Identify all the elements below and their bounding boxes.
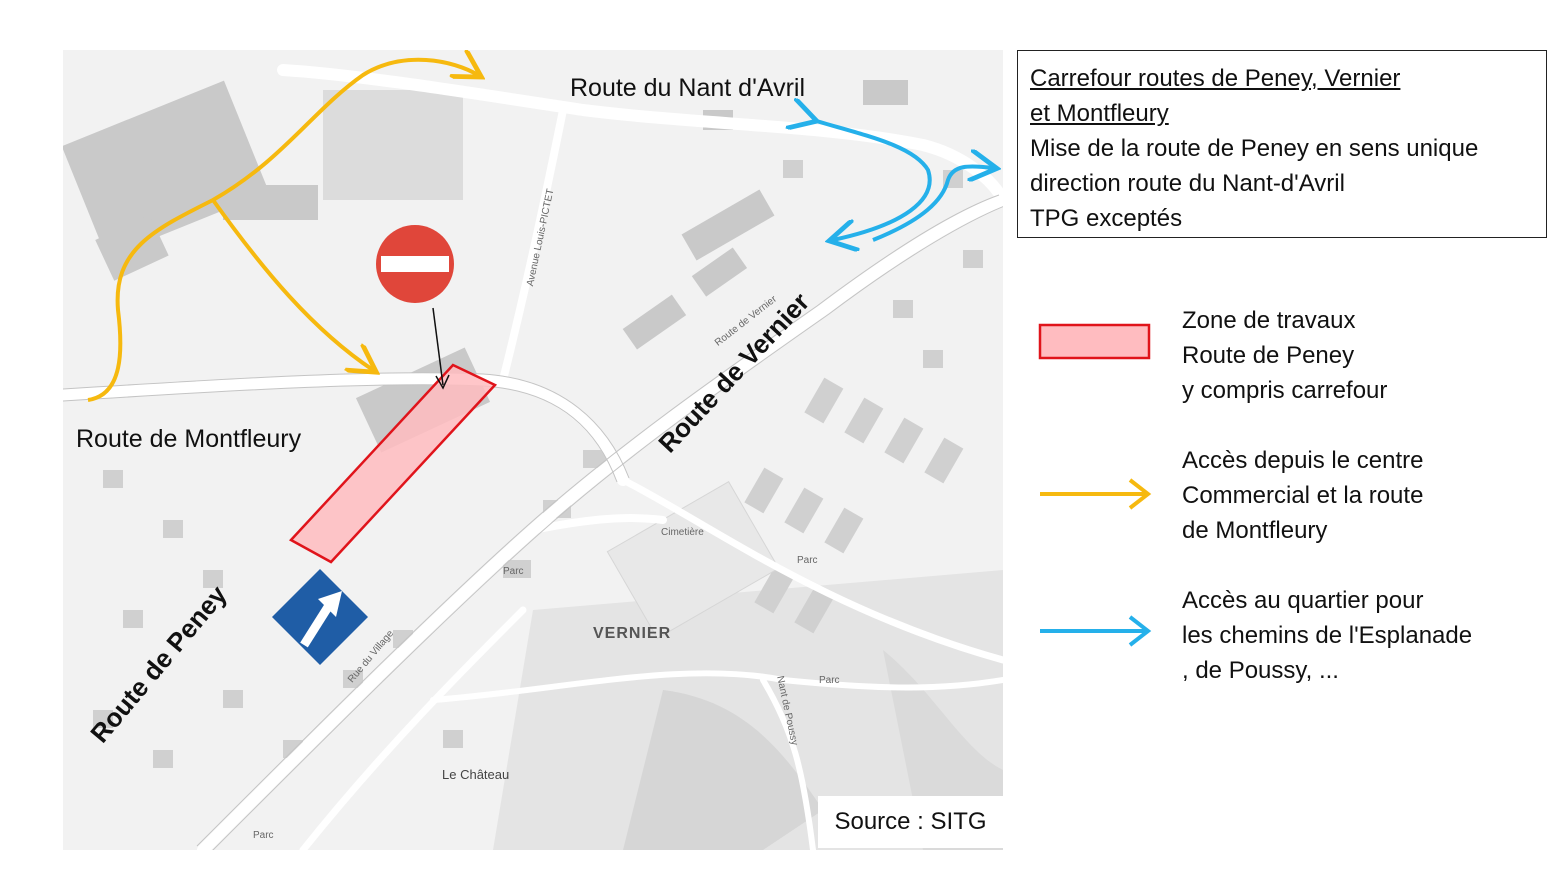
- road-label-nant-avril: Route du Nant d'Avril: [570, 74, 805, 102]
- road-label-montfleury: Route de Montfleury: [76, 425, 302, 453]
- legend-line: les chemins de l'Esplanade: [1182, 622, 1473, 649]
- source-label: Source : SITG: [818, 796, 1003, 848]
- info-title-line-2: et Montfleury: [1030, 100, 1169, 127]
- info-line-3: Mise de la route de Peney en sens unique: [1030, 135, 1479, 162]
- red-zone-rectangle-icon: [1038, 323, 1151, 360]
- legend-item-yellow-access: Accès depuis le centre Commercial et la …: [1182, 443, 1423, 548]
- legend-line: Commercial et la route: [1182, 482, 1424, 509]
- place-label-chateau: Le Château: [442, 767, 510, 782]
- small-label-parc: Parc: [503, 566, 524, 577]
- map: Route du Nant d'Avril Route de Montfleur…: [57, 50, 1009, 856]
- sign-pointer-arrow-icon: [432, 307, 450, 390]
- legend-line: Zone de travaux: [1182, 307, 1356, 334]
- legend-item-blue-access: Accès au quartier pour les chemins de l'…: [1182, 583, 1472, 688]
- legend-line: Accès depuis le centre: [1182, 447, 1424, 474]
- legend-line: de Montfleury: [1182, 517, 1328, 544]
- small-label-parc: Parc: [819, 675, 840, 686]
- legend-item-work-zone: Zone de travaux Route de Peney y compris…: [1182, 303, 1387, 408]
- yellow-arrow-icon: [1040, 478, 1152, 510]
- one-way-sign-icon: [272, 569, 368, 665]
- info-box: Carrefour routes de Peney, Vernier et Mo…: [1017, 50, 1547, 238]
- small-label-parc: Parc: [253, 830, 274, 841]
- legend-line: y compris carrefour: [1182, 377, 1388, 404]
- legend-line: Route de Peney: [1182, 342, 1355, 369]
- small-label-cimetiere: Cimetière: [661, 527, 704, 538]
- info-line-5: TPG exceptés: [1030, 205, 1183, 232]
- small-label-parc: Parc: [797, 555, 818, 566]
- legend-line: Accès au quartier pour: [1182, 587, 1424, 614]
- work-zone-area: [288, 363, 498, 564]
- blue-arrow-icon: [1040, 615, 1152, 647]
- place-label-vernier: VERNIER: [593, 625, 672, 642]
- blue-access-arrows: [63, 50, 1003, 850]
- yellow-access-arrows: [87, 50, 1003, 402]
- legend-line: , de Poussy, ...: [1182, 657, 1339, 684]
- no-entry-sign-icon: [376, 225, 454, 303]
- info-title-line-1: Carrefour routes de Peney, Vernier: [1030, 65, 1401, 92]
- info-line-4: direction route du Nant-d'Avril: [1030, 170, 1345, 197]
